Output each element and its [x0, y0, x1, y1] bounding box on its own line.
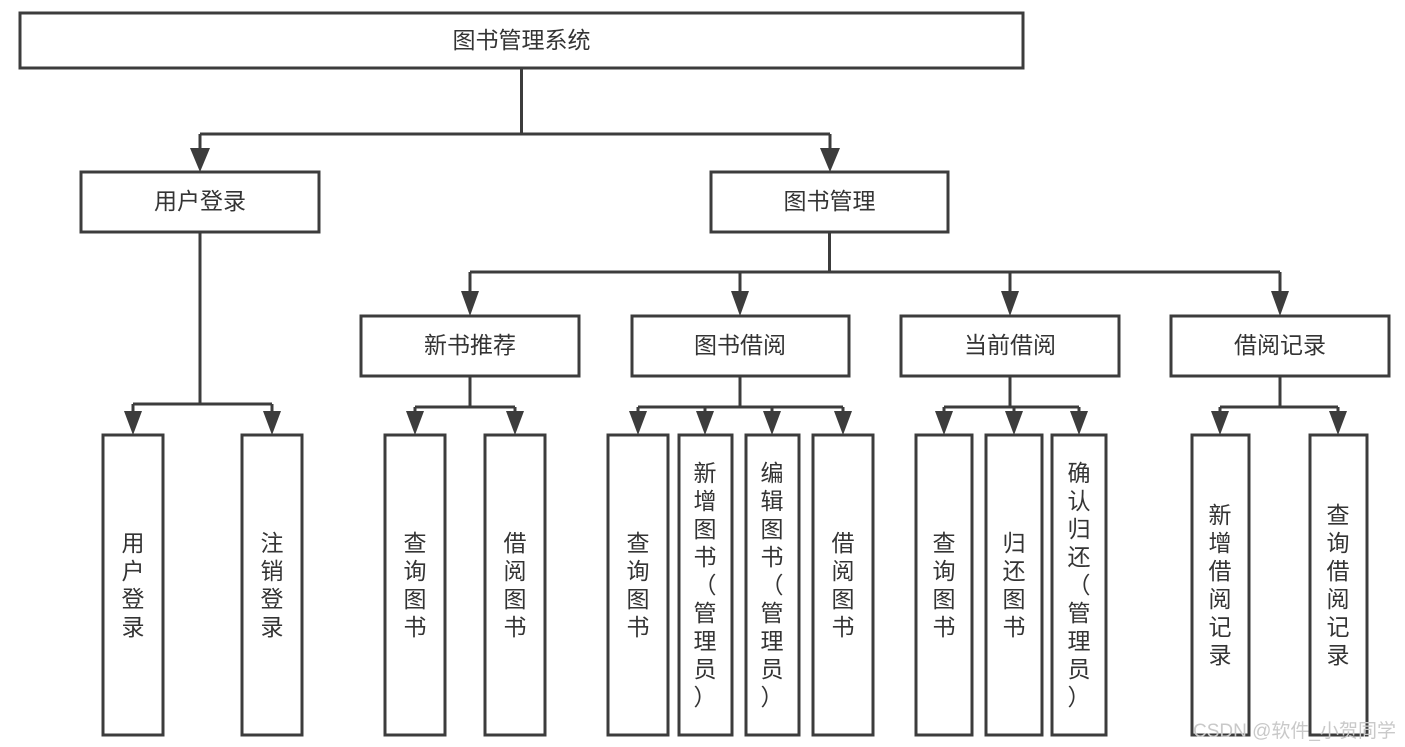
node-label-vertical: 借阅图书 [832, 530, 855, 640]
node-book-borrowing[interactable]: 图书借阅 [630, 314, 851, 378]
node-label: 用户登录 [154, 188, 246, 214]
node-book-management[interactable]: 图书管理 [709, 170, 950, 234]
leaf-add-book-admin[interactable]: 新增图书（管理员） [677, 433, 734, 737]
connector-newbookrec-to-leaves [413, 376, 517, 415]
node-borrowing-record[interactable]: 借阅记录 [1169, 314, 1391, 378]
node-box [914, 433, 974, 737]
arrow-to-leaf-borrow-book-1 [506, 411, 524, 435]
leaf-borrow-book-borrowing[interactable]: 借阅图书 [811, 433, 875, 737]
node-box [101, 433, 165, 737]
leaf-query-book-borrowing[interactable]: 查询图书 [606, 433, 670, 737]
node-label: 新书推荐 [424, 332, 516, 358]
node-box [240, 433, 304, 737]
node-label-vertical: 新增借阅记录 [1209, 502, 1232, 668]
node-label-vertical: 查询图书 [627, 530, 650, 640]
arrow-to-leaf-logout [263, 411, 281, 435]
arrow-to-leaf-user-login [124, 411, 142, 435]
leaf-borrow-book-new-rec[interactable]: 借阅图书 [483, 433, 547, 737]
node-box [984, 433, 1044, 737]
node-current-borrowing[interactable]: 当前借阅 [899, 314, 1121, 378]
arrow-to-leaf-edit-book [763, 411, 781, 435]
arrow-to-book-manage [820, 148, 840, 172]
node-box [677, 433, 734, 737]
node-box [359, 314, 581, 378]
leaf-logout[interactable]: 注销登录 [240, 433, 304, 737]
node-box [1190, 433, 1251, 737]
connector-currentborrow-to-leaves [942, 376, 1081, 415]
arrow-to-borrow-record [1271, 291, 1289, 316]
node-user-login[interactable]: 用户登录 [79, 170, 321, 234]
node-box [1169, 314, 1391, 378]
leaf-edit-book-admin[interactable]: 编辑图书（管理员） [744, 433, 801, 737]
node-box [606, 433, 670, 737]
arrow-to-user-login [190, 148, 210, 172]
arrow-to-leaf-add-book [696, 411, 714, 435]
connector-bookborrow-to-leaves [636, 376, 845, 415]
node-box [709, 170, 950, 234]
node-label-vertical: 新增图书（管理员） [694, 460, 717, 710]
node-label-vertical: 编辑图书（管理员） [761, 460, 784, 710]
arrow-to-new-book-rec [461, 291, 479, 316]
arrow-to-leaf-confirm-return [1070, 411, 1088, 435]
node-box [1050, 433, 1108, 737]
node-label-vertical: 查询借阅记录 [1327, 502, 1350, 668]
node-label: 当前借阅 [964, 332, 1056, 358]
connector-layer [124, 68, 1347, 435]
node-label-vertical: 注销登录 [261, 530, 284, 640]
leaf-query-book-new-rec[interactable]: 查询图书 [383, 433, 447, 737]
leaf-confirm-return-admin[interactable]: 确认归还（管理员） [1050, 433, 1108, 737]
node-label: 图书借阅 [694, 332, 786, 358]
node-label-vertical: 归还图书 [1003, 530, 1026, 640]
watermark-label: CSDN @软件_小贺同学 [1193, 720, 1396, 742]
connector-bookmanage-to-level3 [468, 232, 1282, 296]
arrow-to-leaf-query-book-2 [629, 411, 647, 435]
connector-root-to-level2 [198, 68, 832, 152]
leaf-return-book[interactable]: 归还图书 [984, 433, 1044, 737]
arrow-to-leaf-add-record [1211, 411, 1229, 435]
node-box [483, 433, 547, 737]
node-label: 图书管理系统 [453, 27, 591, 53]
node-box [18, 11, 1025, 70]
connector-borrowrecord-to-leaves [1218, 376, 1340, 415]
arrow-to-leaf-borrow-book-2 [834, 411, 852, 435]
node-new-book-recommendation[interactable]: 新书推荐 [359, 314, 581, 378]
node-box [899, 314, 1121, 378]
arrow-to-book-borrow [731, 291, 749, 316]
node-box [383, 433, 447, 737]
arrow-to-leaf-query-record [1329, 411, 1347, 435]
leaf-node-group: 用户登录 注销登录 查询图书 借阅图书 查询图书 新增图书（管理员） [101, 433, 1369, 737]
node-label-vertical: 借阅图书 [504, 530, 527, 640]
node-label-vertical: 查询图书 [404, 530, 427, 640]
node-root-book-management-system[interactable]: 图书管理系统 [18, 11, 1025, 70]
node-label-vertical: 查询图书 [933, 530, 956, 640]
leaf-add-borrow-record[interactable]: 新增借阅记录 [1190, 433, 1251, 737]
leaf-query-book-current[interactable]: 查询图书 [914, 433, 974, 737]
node-label: 借阅记录 [1234, 332, 1326, 358]
node-label-vertical: 确认归还（管理员） [1068, 460, 1091, 710]
connector-userlogin-to-leaves [131, 232, 274, 415]
node-label: 图书管理 [784, 188, 876, 214]
arrow-to-current-borrow [1001, 291, 1019, 316]
node-box [744, 433, 801, 737]
node-box [811, 433, 875, 737]
arrow-to-leaf-query-book-3 [935, 411, 953, 435]
node-box [79, 170, 321, 234]
arrow-to-leaf-return-book [1005, 411, 1023, 435]
node-label-vertical: 用户登录 [122, 530, 145, 640]
node-box [630, 314, 851, 378]
leaf-query-borrow-record[interactable]: 查询借阅记录 [1308, 433, 1369, 737]
node-box [1308, 433, 1369, 737]
leaf-user-login[interactable]: 用户登录 [101, 433, 165, 737]
arrow-to-leaf-query-book-1 [406, 411, 424, 435]
